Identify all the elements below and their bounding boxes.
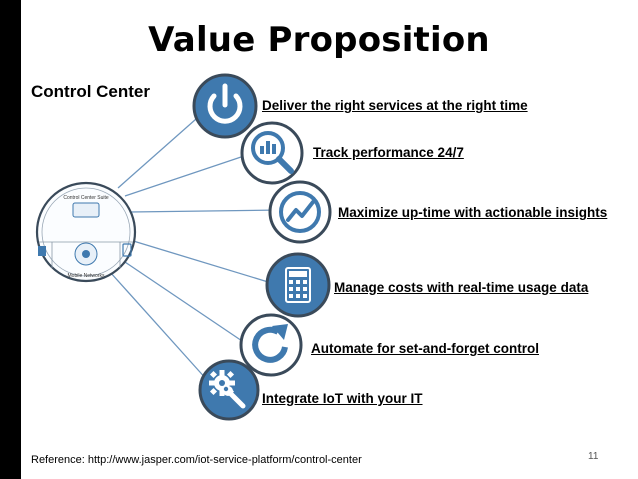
connector-line <box>129 209 283 213</box>
section-subtitle: Control Center <box>31 82 150 101</box>
refresh-arrow-icon <box>239 313 303 377</box>
calculator-icon <box>265 252 331 318</box>
page-number: 11 <box>588 451 599 462</box>
gear-wrench-icon <box>198 359 260 421</box>
hub-bottom-text: Mobile Networks <box>68 273 105 279</box>
feature-label-automate: Automate for set-and-forget control <box>311 341 539 356</box>
connector-line <box>124 151 257 197</box>
feature-label-manage: Manage costs with real-time usage data <box>334 280 589 295</box>
feature-label-track: Track performance 24/7 <box>313 145 464 160</box>
connector-lines <box>109 103 283 382</box>
page-title: Value Proposition <box>148 20 490 60</box>
connector-line <box>121 259 249 346</box>
feature-label-maximize: Maximize up-time with actionable insight… <box>338 205 608 220</box>
connector-line <box>109 271 209 382</box>
analytics-magnifier-icon <box>240 121 304 185</box>
left-black-bar <box>0 0 21 479</box>
feature-label-deliver: Deliver the right services at the right … <box>262 98 528 113</box>
line-chart-icon <box>268 180 332 244</box>
hub-top-text: Control Center Suite <box>63 195 109 201</box>
power-icon <box>192 73 258 139</box>
reference-text: Reference: http://www.jasper.com/iot-ser… <box>31 454 362 466</box>
connector-line <box>129 239 279 286</box>
feature-label-integrate: Integrate IoT with your IT <box>262 391 423 406</box>
hub-device: Control Center Suite Mobile Networks <box>35 181 137 283</box>
